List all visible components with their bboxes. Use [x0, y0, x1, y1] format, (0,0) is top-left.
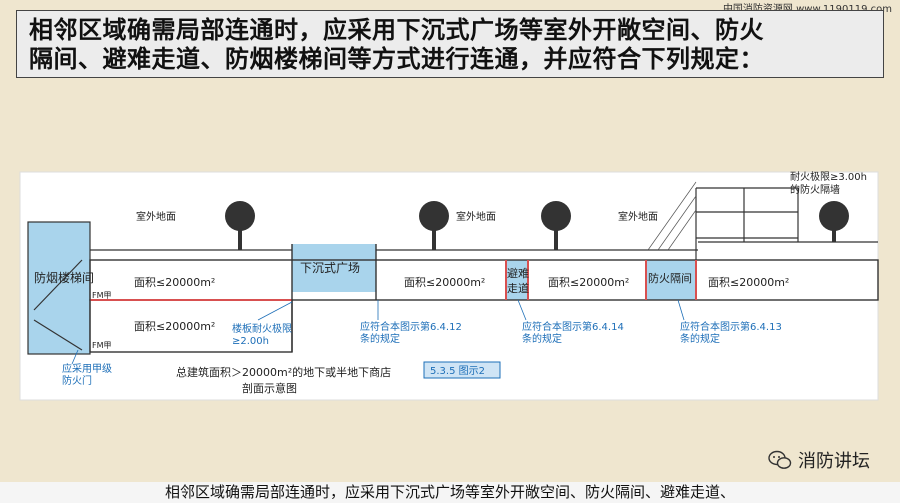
- stair-structure: [27, 221, 91, 355]
- fire-compartment-fill: [646, 260, 696, 300]
- area-label-3: 面积≤20000m²: [404, 276, 485, 289]
- leader-lines: [71, 299, 685, 365]
- title-line-2: 隔间、避难走道、防烟楼梯间等方式进行连通，并应符合下列规定：: [29, 45, 764, 73]
- refuge-corridor-fill: [506, 260, 528, 300]
- figure-number-box: [423, 361, 501, 379]
- fm-label-1: FM甲: [92, 291, 112, 300]
- outdoor-ground-label-1: 室外地面: [136, 210, 176, 223]
- brand-watermark: 消防讲坛: [768, 447, 870, 473]
- area-label-5: 面积≤20000m²: [708, 276, 789, 289]
- brand-name: 消防讲坛: [798, 451, 870, 472]
- figure-number: 5.3.5 图示2: [430, 365, 485, 377]
- site-label: 中国消防资源网 www.1190119.com: [723, 0, 892, 15]
- title-box: 相邻区域确需局部连通时，应采用下沉式广场等室外开敞空间、防火 隔间、避难走道、防…: [16, 10, 884, 78]
- wechat-icon: [768, 450, 792, 469]
- sunken-plaza-fill: [292, 244, 376, 292]
- area-label-4: 面积≤20000m²: [548, 276, 629, 289]
- ground-lines: [90, 241, 878, 251]
- fire-wall-note-1: 耐火极限≥3.00h: [790, 170, 867, 183]
- ref-1-line-1: 应符合本图示第6.4.12: [360, 320, 462, 333]
- fm-label-2: FM甲: [92, 341, 112, 350]
- sunken-plaza-label: 下沉式广场: [300, 261, 360, 275]
- door-note-2: 防火门: [62, 374, 92, 387]
- ref-1-line-2: 条的规定: [360, 332, 400, 345]
- ref-3-line-2: 条的规定: [680, 332, 720, 345]
- ref-3-line-1: 应符合本图示第6.4.13: [680, 320, 782, 333]
- refuge-label-1: 避难: [507, 266, 529, 280]
- floor-note-1: 楼板耐火极限: [232, 322, 292, 335]
- hatch-lines: [647, 181, 697, 251]
- ref-2-line-2: 条的规定: [522, 332, 562, 345]
- area-label-2: 面积≤20000m²: [134, 320, 215, 333]
- tree-3: [541, 201, 571, 250]
- caption-line-1: 总建筑面积＞20000m²的地下或半地下商店: [176, 365, 391, 379]
- outdoor-ground-label-3: 室外地面: [618, 210, 658, 223]
- door-note-1: 应采用甲级: [62, 362, 112, 375]
- tree-1: [225, 201, 255, 250]
- caption-line-2: 剖面示意图: [242, 381, 297, 395]
- section-diagram: 室外地面 室外地面 室外地面 耐火极限≥3.00h 的防火隔墙 防烟楼梯间 FM…: [19, 170, 879, 401]
- smoke-stair-fill: [28, 222, 90, 354]
- refuge-label-2: 走道: [507, 281, 529, 295]
- fire-wall-note-2: 的防火隔墙: [790, 183, 840, 196]
- area-label-1: 面积≤20000m²: [134, 276, 215, 289]
- ref-2-line-1: 应符合本图示第6.4.14: [522, 320, 624, 333]
- outdoor-ground-label-2: 室外地面: [456, 210, 496, 223]
- smoke-stair-label: 防烟楼梯间: [34, 270, 94, 285]
- footer-caption: 相邻区域确需局部连通时，应采用下沉式广场等室外开敞空间、防火隔间、避难走道、: [0, 482, 900, 503]
- tree-2: [419, 201, 449, 250]
- floor-note-2: ≥2.00h: [232, 336, 269, 347]
- title-line-1: 相邻区域确需局部连通时，应采用下沉式广场等室外开敞空间、防火: [29, 16, 764, 44]
- tree-4: [819, 201, 849, 242]
- fire-compartment-label: 防火隔间: [648, 271, 692, 285]
